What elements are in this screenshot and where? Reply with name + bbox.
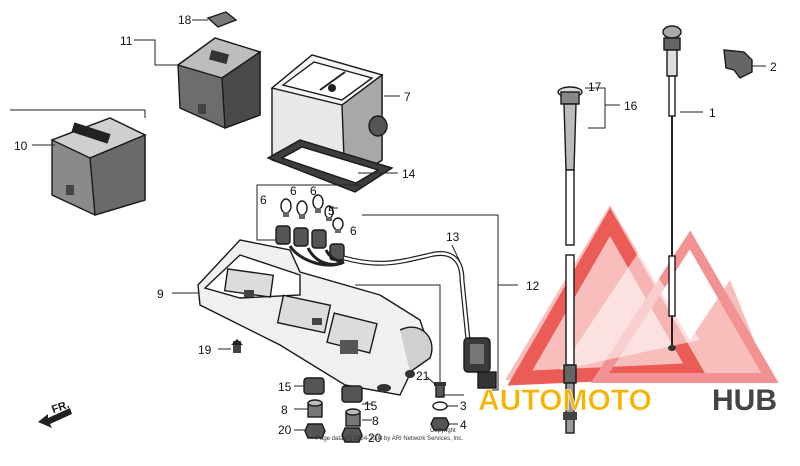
gasket-14 [266, 139, 394, 193]
callout-14: 14 [402, 167, 416, 181]
speedometer-cable-16 [557, 86, 583, 434]
callout-6a: 6 [260, 193, 267, 207]
throttle-cable-1 [662, 25, 682, 351]
callout-8b: 8 [372, 414, 379, 428]
rubber-plate-18 [206, 11, 238, 28]
bulb-6a [280, 198, 292, 217]
callout-13: 13 [446, 230, 460, 244]
bracket-2 [723, 49, 753, 79]
washer-3 [432, 401, 448, 411]
callout-7: 7 [404, 90, 411, 104]
callout-6b: 6 [290, 184, 297, 198]
watermark-text: AUTOMOTO HUB [478, 384, 777, 418]
screw-19 [231, 339, 243, 353]
callout-3: 3 [460, 399, 467, 413]
callout-4: 4 [460, 418, 467, 432]
bulb-5 [324, 205, 334, 221]
bulb-group [275, 194, 345, 261]
collar-8a [307, 399, 323, 418]
callout-12: 12 [526, 279, 540, 293]
meter-cover-11 [176, 37, 262, 129]
grommet-15b [341, 385, 363, 403]
nut-20b [341, 427, 363, 443]
callout-17: 17 [588, 80, 602, 94]
callout-1: 1 [709, 106, 716, 120]
front-arrow [38, 408, 72, 428]
callout-2: 2 [770, 60, 777, 74]
nut-4 [430, 417, 450, 431]
front-label: FR. [50, 399, 71, 416]
callout-20b: 20 [368, 431, 382, 445]
callout-20a: 20 [278, 423, 292, 437]
callout-8a: 8 [281, 403, 288, 417]
bulb-6d [332, 217, 344, 233]
callout-11: 11 [120, 34, 133, 48]
callout-6c: 6 [310, 184, 317, 198]
watermark-logo [505, 205, 779, 386]
callout-19: 19 [198, 343, 212, 357]
nut-20a [304, 423, 326, 439]
callout-6d: 6 [350, 224, 357, 238]
copyright-text: Page data (c) 1984-2004 by ARI Network S… [316, 436, 463, 442]
grommet-15a [303, 377, 325, 395]
callout-5: 5 [328, 204, 335, 218]
callout-16: 16 [624, 99, 638, 113]
bulb-6b [296, 200, 308, 219]
callout-15b: 15 [364, 399, 378, 413]
indicator-cover-10 [50, 117, 147, 216]
watermark-hub: HUB [712, 384, 777, 417]
callout-15a: 15 [278, 380, 292, 394]
watermark-automoto: AUTOMOTO [478, 384, 652, 417]
meter-case-9 [197, 239, 433, 396]
bulb-6c [312, 194, 324, 213]
callout-10: 10 [14, 139, 28, 153]
wire-harness-12 [288, 245, 497, 389]
copyright-label: Copyright [430, 428, 456, 434]
callout-18: 18 [178, 13, 192, 27]
bolt-21 [434, 382, 446, 398]
collar-8b [345, 408, 361, 427]
callout-9: 9 [157, 287, 164, 301]
callout-21: 21 [416, 369, 430, 383]
